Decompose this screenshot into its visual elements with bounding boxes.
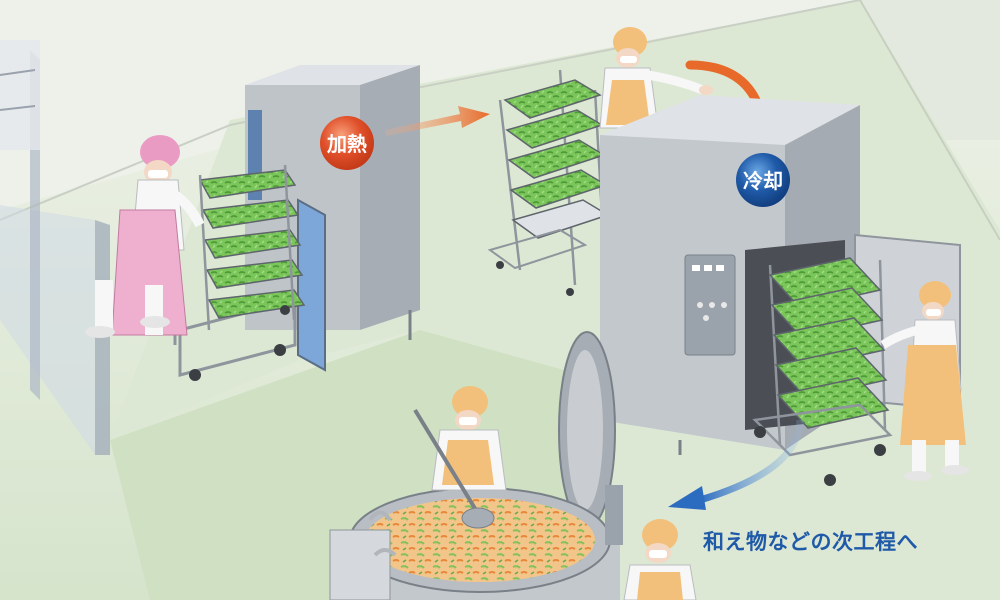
kettle-contents xyxy=(365,498,595,582)
cooling-cart xyxy=(752,257,893,486)
worker-orange-right xyxy=(880,281,969,481)
cooling-label: 冷却 xyxy=(743,169,783,193)
cooking-kettle xyxy=(329,331,623,600)
worker-bottom xyxy=(623,519,697,600)
worker-stirring xyxy=(413,386,507,529)
heating-tray-stack xyxy=(198,164,306,331)
transfer-rack xyxy=(487,69,610,296)
heating-label: 加熱 xyxy=(326,132,367,156)
arrow-heat-to-rack xyxy=(385,106,490,136)
oven-door xyxy=(297,198,326,372)
next-step-caption: 和え物などの次工程へ xyxy=(703,530,918,554)
heating-cart xyxy=(173,164,306,381)
heating-badge: 加熱 xyxy=(320,116,374,170)
glass-partition xyxy=(0,40,110,455)
cooling-badge: 冷却 xyxy=(736,153,790,207)
arrow-to-next-step xyxy=(668,419,804,510)
worker-pink xyxy=(85,135,205,338)
stirring-paddle xyxy=(413,408,484,522)
